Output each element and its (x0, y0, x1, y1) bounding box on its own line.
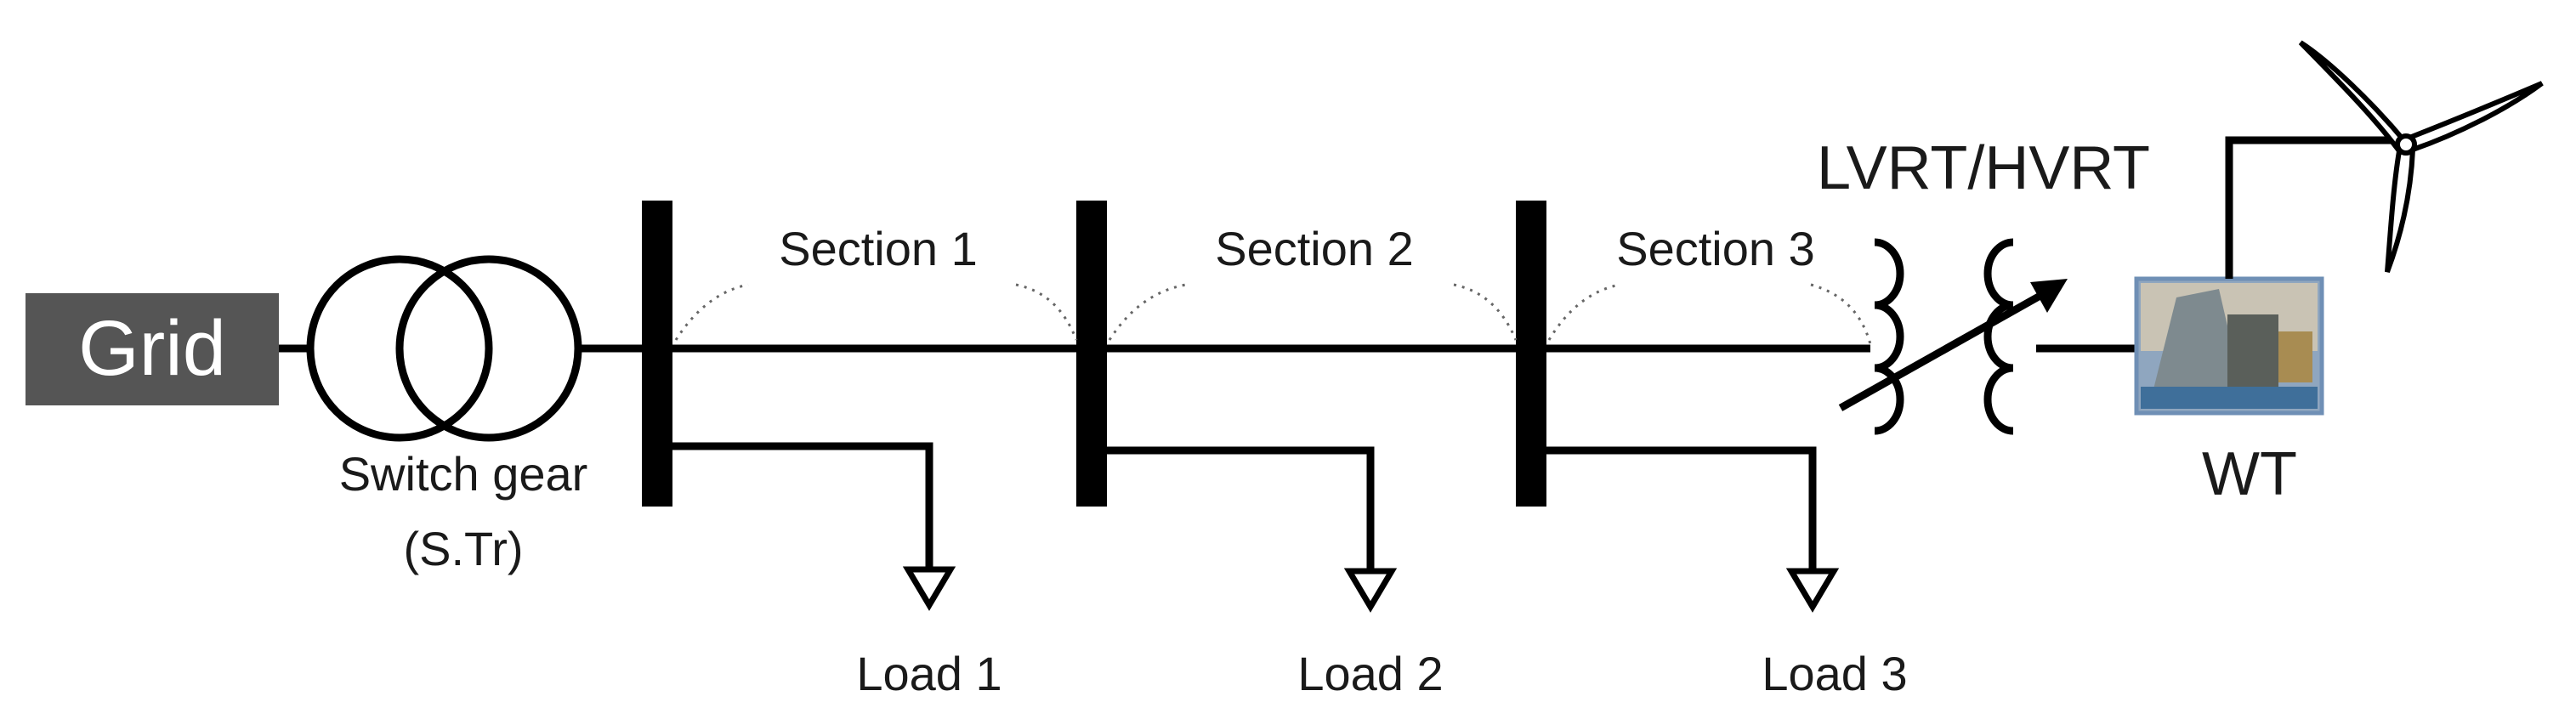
bus-bar-1 (642, 201, 672, 507)
wt-photo-equipment (2151, 289, 2244, 399)
turbine-blade-lower (2385, 146, 2416, 274)
wt-photo-floor (2141, 387, 2318, 409)
load-3-label: Load 3 (1762, 647, 1907, 700)
wt-photo-panel (2278, 331, 2312, 382)
section-2-label: Section 2 (1215, 222, 1414, 275)
load-feeder-1 (672, 442, 956, 611)
load-1-label: Load 1 (856, 647, 1001, 700)
lvrt-hvrt-label: LVRT/HVRT (1817, 134, 2150, 202)
load-1-arrow (902, 566, 956, 611)
turbine-blade-right (2406, 81, 2544, 153)
switch-gear-transformer (306, 255, 582, 442)
transformer-label-line1: Switch gear (339, 447, 588, 501)
wind-turbine-photo (2134, 276, 2324, 416)
bus-bar-2 (1076, 201, 1107, 507)
section-2-left-leader (1108, 283, 1187, 341)
grid-label: Grid (78, 305, 226, 392)
lvrt-variable-arrow-shaft (1838, 290, 2047, 411)
section-2-right-leader (1453, 283, 1518, 341)
transformer-primary-winding (306, 255, 493, 442)
grid-source: Grid (26, 293, 279, 405)
load-feeder-2 (1107, 446, 1398, 613)
lvrt-variable-arrow-head (2030, 279, 2068, 313)
lvrt-hvrt-device (1838, 238, 2047, 435)
section-3-left-leader (1547, 283, 1620, 341)
wt-photo-cabinet (2227, 314, 2278, 387)
wind-turbine-rotor-icon (2298, 40, 2544, 274)
section-3-label: Section 3 (1616, 222, 1815, 275)
load-3-line (1546, 446, 1817, 571)
section-1-right-leader (1015, 283, 1078, 341)
load-2-line (1107, 446, 1375, 571)
wt-label: WT (2202, 440, 2297, 508)
turbine-blade-upper (2298, 40, 2410, 153)
transformer-label-line2: (S.Tr) (404, 522, 524, 575)
load-3-arrow (1785, 568, 1840, 613)
load-feeder-3 (1546, 446, 1840, 613)
load-1-line (672, 442, 933, 569)
turbine-hub (2395, 133, 2417, 156)
section-3-right-leader (1810, 283, 1872, 345)
load-2-arrow (1343, 568, 1398, 613)
section-1-label: Section 1 (779, 222, 978, 275)
bus-bar-3 (1516, 201, 1546, 507)
lvrt-left-coil (1874, 238, 1904, 435)
grid-box (26, 293, 279, 405)
wt-to-turbine-line (2225, 136, 2399, 279)
section-leader-lines (674, 283, 1872, 345)
lvrt-right-coil (1983, 238, 2014, 435)
section-1-left-leader (674, 283, 749, 341)
load-2-label: Load 2 (1297, 647, 1443, 700)
